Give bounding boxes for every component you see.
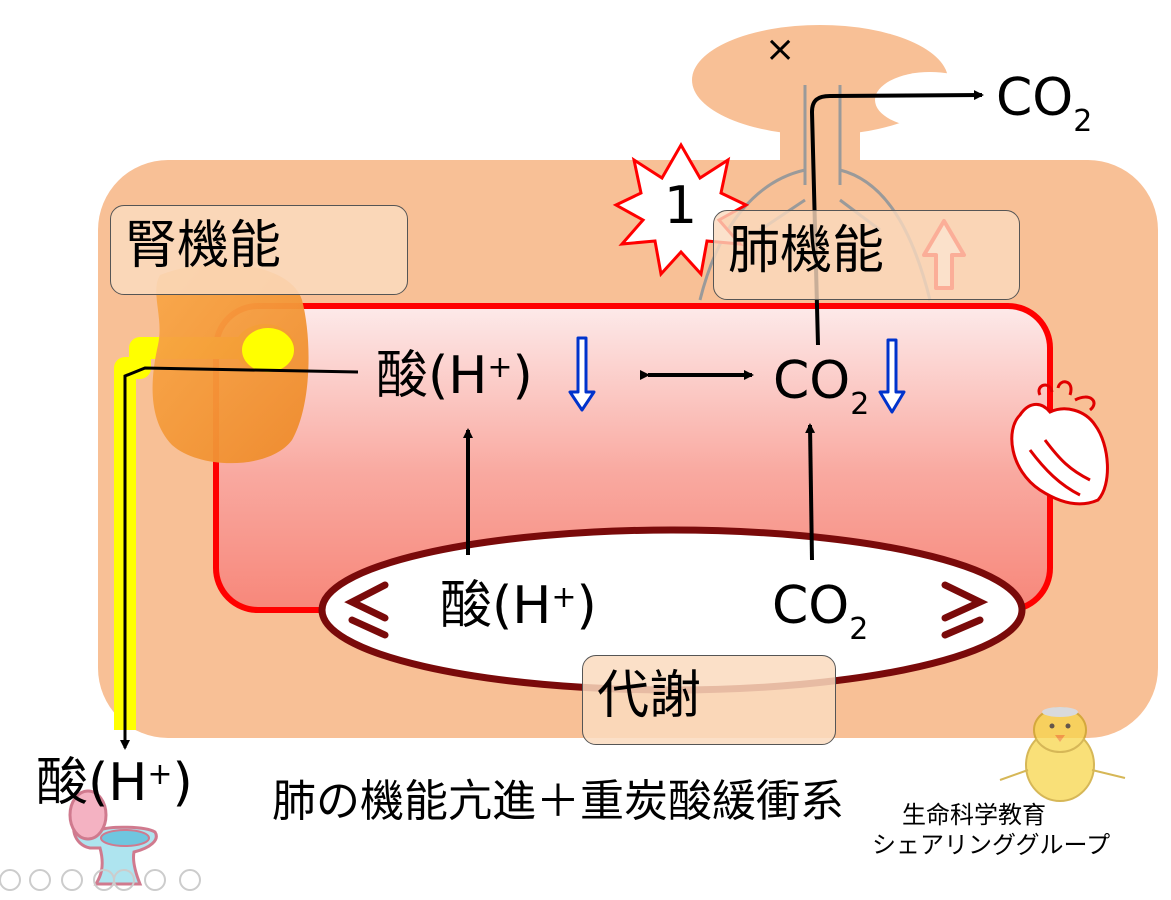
toilet-icon — [68, 789, 158, 886]
exhaled-co2-label: CO2 — [996, 68, 1093, 139]
acid-excretion-arrow — [120, 366, 359, 750]
excreted-acid-label: 酸(H+) — [36, 753, 193, 813]
kidney-function-label: 腎機能 — [125, 216, 282, 276]
metabolism-label: 代謝 — [597, 666, 702, 726]
co2-exhale-arrow — [809, 90, 984, 346]
lung-function-box — [713, 210, 1020, 300]
metabolism-box — [582, 655, 836, 745]
acid-decrease-arrow — [568, 336, 596, 412]
blood-co2-label: CO2 — [773, 351, 870, 422]
kidney-function-box — [110, 205, 408, 295]
co2-up-arrow — [805, 423, 816, 561]
lung-function-label: 肺機能 — [728, 221, 885, 281]
credit-line-2: シェアリンググループ — [872, 831, 1111, 859]
slide-nav-controls — [0, 869, 201, 891]
co2-decrease-arrow — [878, 338, 906, 414]
credit-line-1: 生命科学教育 — [902, 801, 1046, 829]
metabolism-co2-label: CO2 — [772, 576, 869, 647]
caption: 肺の機能亢進＋重炭酸緩衝系 — [272, 776, 844, 827]
kidney — [152, 264, 309, 464]
starburst-1 — [612, 141, 750, 278]
metabolism-chevrons — [344, 581, 989, 639]
lung-x-mark: × — [765, 29, 796, 70]
heart-icon — [1010, 380, 1109, 506]
chick-mascot-icon — [999, 707, 1126, 802]
star-number: 1 — [664, 176, 698, 236]
blood-acid-label: 酸(H+) — [376, 346, 533, 406]
metabolism-acid-label: 酸(H+) — [440, 576, 597, 636]
